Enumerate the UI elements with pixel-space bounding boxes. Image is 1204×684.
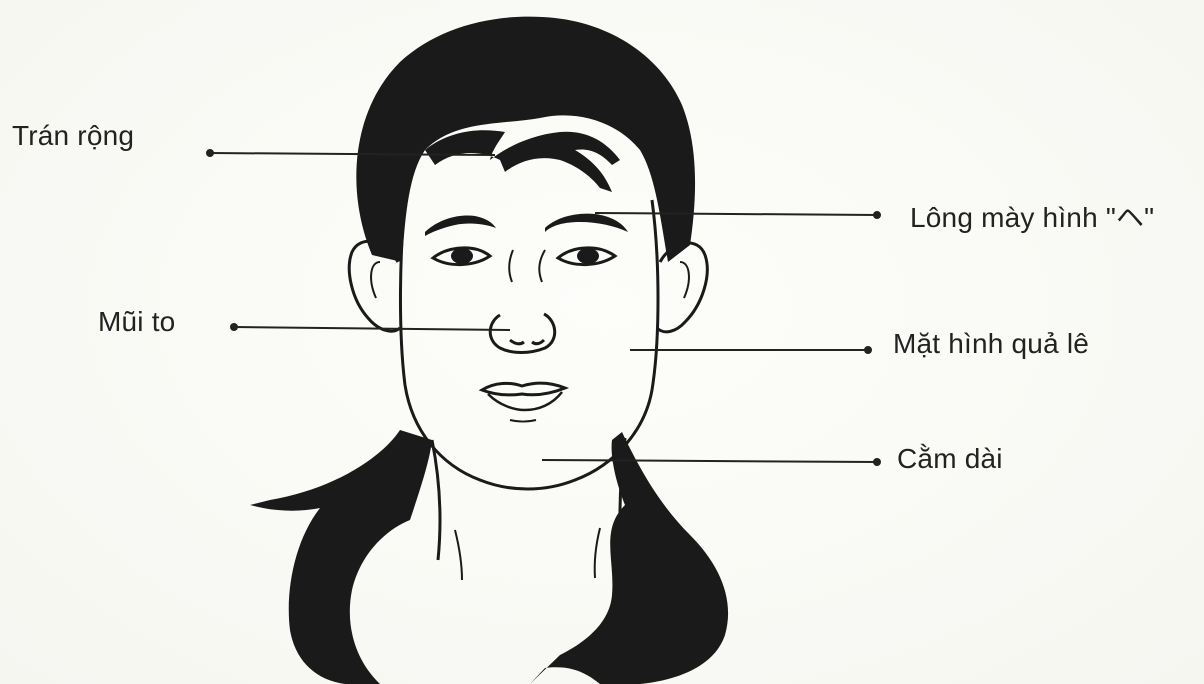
- nose-bridge-left: [509, 250, 513, 282]
- eyebrow-left: [425, 216, 496, 236]
- hair-fringe: [425, 130, 620, 192]
- pupil-right: [577, 248, 599, 264]
- leader-chin-dot: [874, 459, 880, 465]
- label-chin: Cằm dài: [897, 443, 1003, 475]
- label-nose: Mũi to: [98, 306, 175, 338]
- leader-nose-dot: [231, 324, 237, 330]
- nose-bridge-right: [539, 250, 545, 282]
- collarbone-left: [455, 530, 462, 580]
- leader-chin: [542, 460, 877, 462]
- chin-crease: [510, 420, 536, 422]
- ear-right: [657, 243, 707, 332]
- leader-eyebrow-dot: [874, 212, 880, 218]
- leader-eyebrow: [595, 213, 877, 215]
- collarbone-right: [595, 528, 600, 578]
- label-forehead: Trán rộng: [12, 120, 134, 152]
- leader-forehead-dot: [207, 150, 213, 156]
- leader-nose: [234, 327, 510, 330]
- label-eyebrow: Lông mày hình "ヘ": [910, 196, 1154, 236]
- ear-right-inner: [680, 262, 689, 298]
- hair-top: [356, 17, 695, 262]
- mouth-upper-lip: [482, 383, 565, 395]
- nose: [490, 314, 554, 353]
- leader-face-dot: [865, 347, 871, 353]
- hair-right: [530, 432, 728, 684]
- leader-lines: [207, 150, 880, 465]
- neck-left: [432, 440, 440, 560]
- eyebrow-right: [545, 214, 628, 232]
- label-face-shape: Mặt hình quả lê: [893, 328, 1089, 360]
- hair-left: [250, 430, 432, 684]
- ear-left-inner: [371, 262, 380, 298]
- pupil-left: [451, 248, 473, 264]
